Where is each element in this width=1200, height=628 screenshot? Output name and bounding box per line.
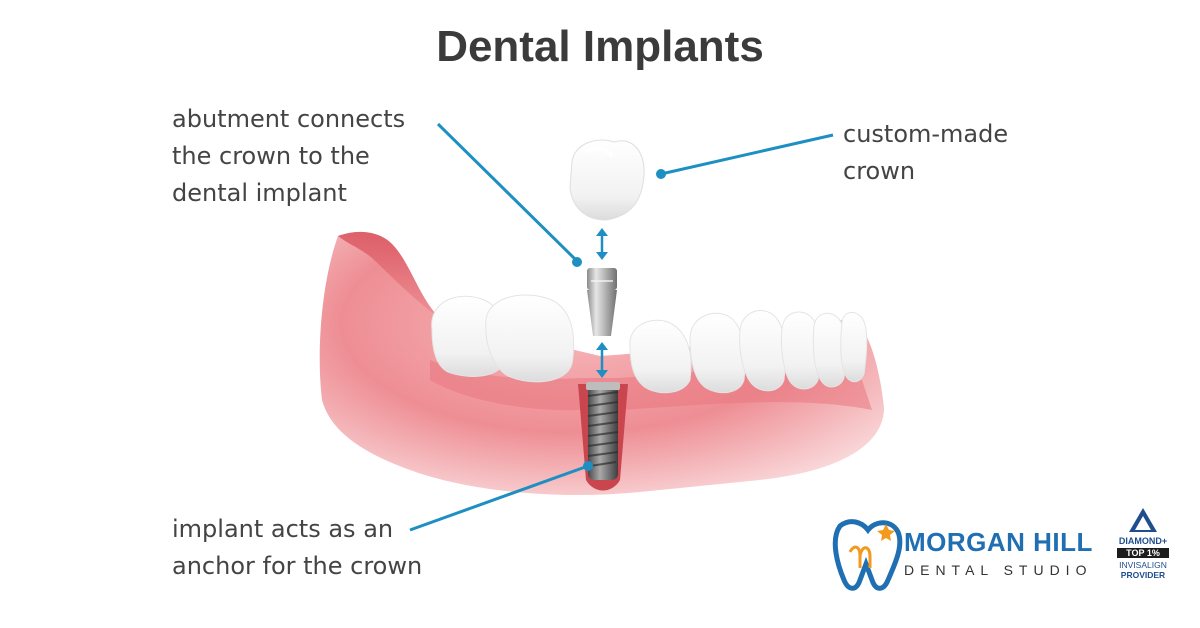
gum-ridge (338, 231, 440, 318)
brand-name: MORGAN HILL (904, 527, 1093, 557)
brand-subtitle: DENTAL STUDIO (904, 562, 1093, 578)
page-title: Dental Implants (436, 22, 764, 71)
crown (569, 139, 645, 221)
crown-label-line: custom-made (843, 120, 1009, 148)
implant-label-line: implant acts as an (172, 515, 394, 543)
implant-screw (586, 382, 620, 480)
abutment-label-line: the crown to the (172, 142, 370, 170)
abutment-label-line: abutment connects (172, 105, 406, 133)
badge-tier: DIAMOND+ (1118, 536, 1168, 546)
implant-label: implant acts as an anchor for the crown (172, 511, 422, 585)
badge-provider-brand: INVISALIGN (1119, 560, 1167, 570)
badge-provider-label: PROVIDER (1120, 570, 1166, 580)
teeth-row (431, 294, 868, 394)
invisalign-badge: DIAMOND+ TOP 1% INVISALIGN PROVIDER (1111, 508, 1175, 580)
crown-label-line: crown (843, 157, 916, 185)
crown-label: custom-made crown (843, 116, 1008, 190)
badge-icon-spacer (1111, 508, 1175, 534)
implant-label-line: anchor for the crown (172, 552, 423, 580)
abutment-label: abutment connects the crown to the denta… (172, 101, 405, 212)
abutment (587, 268, 617, 336)
leader-lines (409, 122, 834, 532)
invisalign-triangle-icon (1129, 508, 1157, 532)
abutment-label-line: dental implant (172, 179, 347, 207)
tooth-m-logo-icon (832, 519, 903, 591)
brand-logo: MORGAN HILL DENTAL STUDIO (904, 528, 1093, 578)
badge-rank: TOP 1% (1117, 548, 1169, 558)
arrow-abutment-implant (596, 342, 608, 378)
arrow-crown-abutment (596, 228, 608, 260)
